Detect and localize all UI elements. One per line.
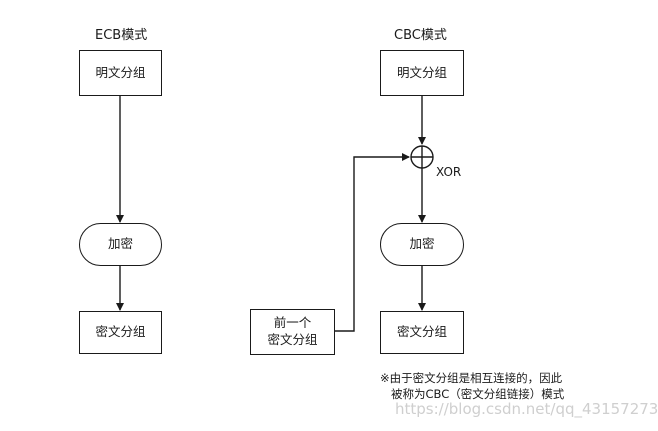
cbc-encrypt-node: 加密 bbox=[380, 223, 464, 266]
prev-ciphertext-block: 前一个 密文分组 bbox=[250, 309, 335, 355]
cbc-note-line1: ※由于密文分组是相互连接的，因此 bbox=[380, 371, 563, 385]
watermark-text: https://blog.csdn.net/qq_43157273 bbox=[395, 400, 658, 418]
xor-label: XOR bbox=[436, 165, 462, 179]
prev-ciphertext-line1: 前一个 bbox=[273, 315, 312, 331]
cbc-note-line2: 被称为CBC（密文分组链接）模式 bbox=[391, 387, 565, 401]
cbc-plaintext-block: 明文分组 bbox=[380, 50, 464, 96]
cbc-title: CBC模式 bbox=[394, 28, 447, 43]
ecb-title: ECB模式 bbox=[95, 28, 148, 43]
cbc-arrow-prev-cipher-to-xor bbox=[335, 153, 410, 332]
ecb-plaintext-block: 明文分组 bbox=[79, 50, 162, 96]
prev-ciphertext-line2: 密文分组 bbox=[267, 332, 318, 347]
cbc-ciphertext-block: 密文分组 bbox=[380, 311, 464, 354]
connector-layer bbox=[116, 96, 434, 332]
ecb-encrypt-node: 加密 bbox=[79, 223, 162, 266]
ecb-ciphertext-block: 密文分组 bbox=[79, 311, 162, 354]
